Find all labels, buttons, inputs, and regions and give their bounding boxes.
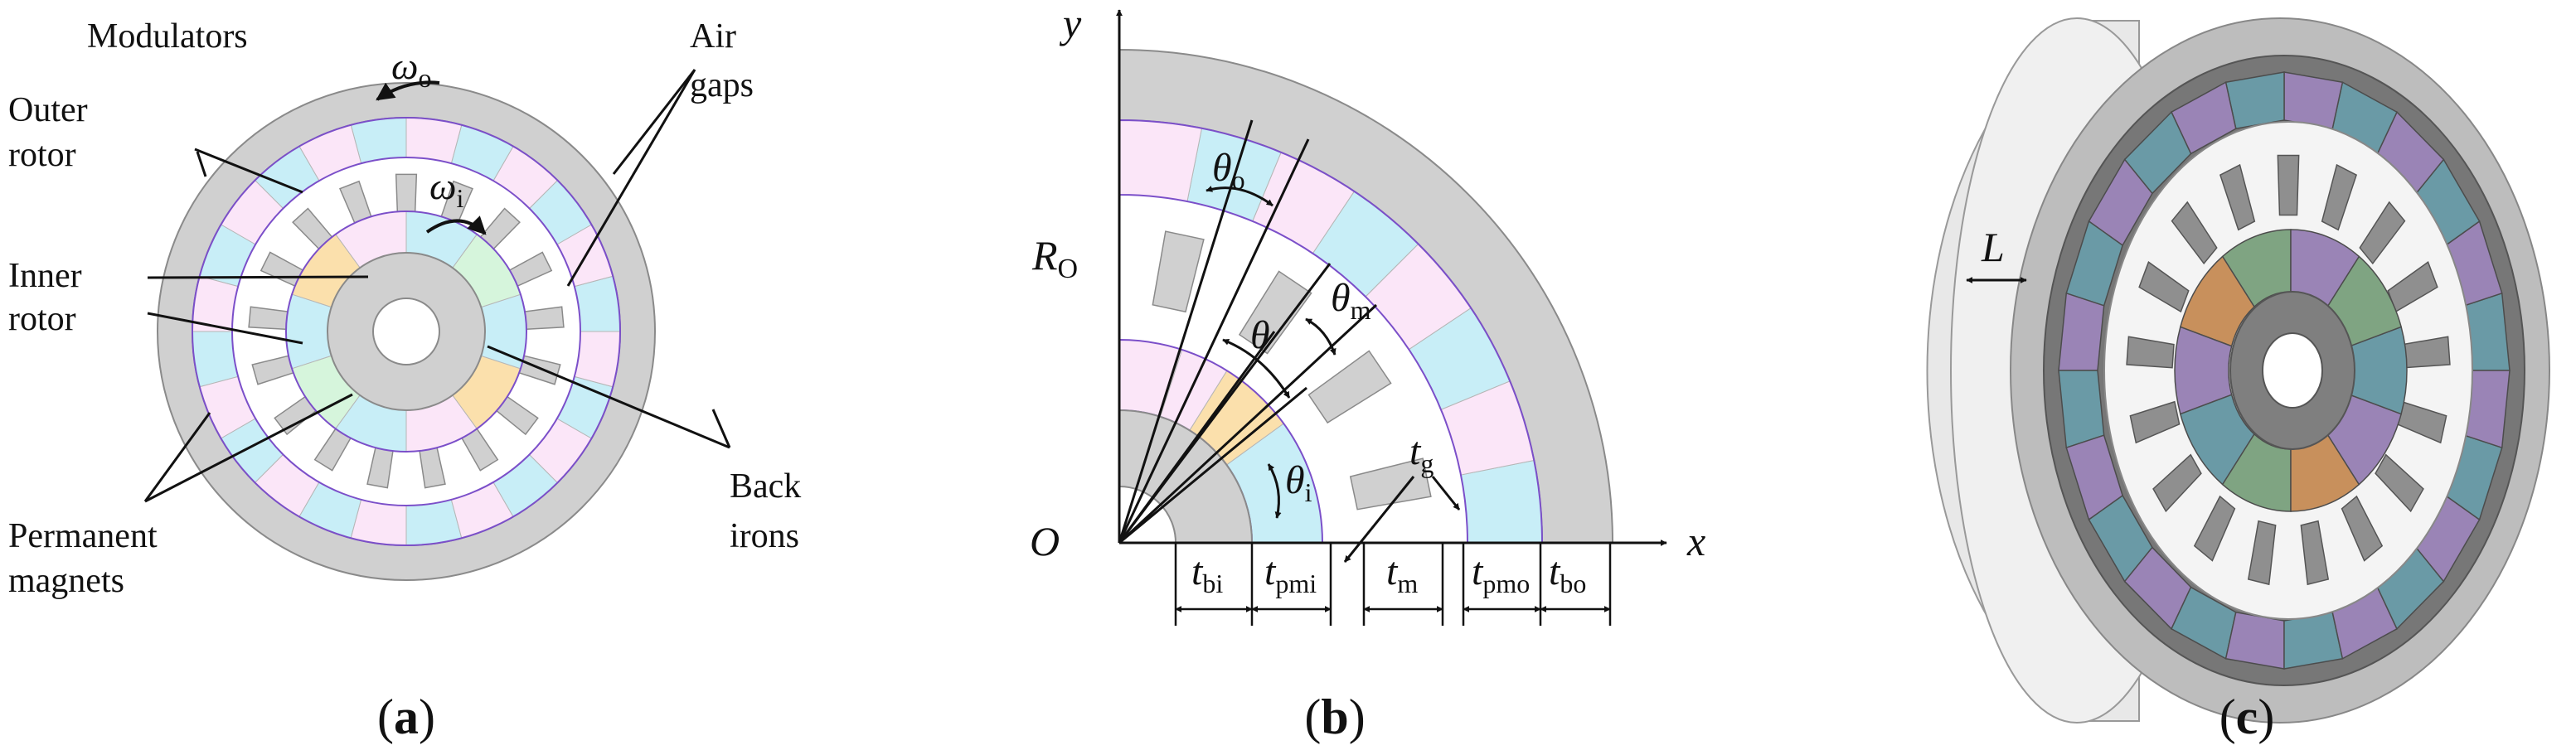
panel-c-magnet-ring [2058, 71, 2511, 670]
label-modulators: Modulators [87, 17, 248, 56]
label-outer-rotor-1: Outer [8, 91, 88, 129]
label-t-bi: tbi [1191, 549, 1223, 598]
label-inner-rotor-1: Inner [8, 257, 82, 295]
label-theta-o: θo [1212, 146, 1245, 195]
label-air-gaps-1: Air [690, 17, 736, 56]
label-permanent-magnets-2: magnets [8, 562, 124, 600]
label-t-m: tm [1386, 549, 1418, 598]
label-r-o: RO [1031, 232, 1078, 284]
caption-a: (a) [377, 690, 435, 744]
label-theta: θ [1250, 313, 1270, 357]
panel-c-modulators [2126, 154, 2451, 586]
label-y-axis: y [1059, 0, 1082, 46]
label-origin: O [1030, 518, 1060, 564]
label-t-pmi: tpmi [1264, 549, 1317, 598]
label-t-bo: tbo [1549, 549, 1586, 598]
label-length-l: L [1981, 224, 2005, 270]
caption-b: (b) [1304, 690, 1365, 744]
panel-c-inner-rotor [2174, 229, 2408, 512]
label-back-irons-2: irons [730, 517, 799, 555]
label-theta-m: θm [1331, 276, 1371, 325]
panel-c-3d-model: L [1926, 17, 2550, 724]
label-outer-rotor-2: rotor [8, 136, 76, 174]
label-x-axis: x [1686, 518, 1705, 564]
label-permanent-magnets-1: Permanent [8, 517, 158, 555]
panel-a-labels: Modulators Outer rotor Air gaps Inner ro… [8, 17, 801, 600]
label-t-pmo: tpmo [1472, 549, 1530, 598]
label-t-g: tg [1409, 429, 1434, 478]
label-air-gaps-2: gaps [690, 66, 754, 104]
label-theta-i: θi [1285, 458, 1312, 507]
caption-c: (c) [2219, 690, 2275, 744]
label-inner-rotor-2: rotor [8, 300, 76, 338]
label-omega-o: ωo [391, 45, 431, 93]
panel-a-cross-section [157, 82, 656, 581]
label-back-irons-1: Back [730, 467, 801, 506]
panel-b-labels: y x O RO θo θm θ θi [1030, 0, 1705, 626]
label-omega-i: ωi [429, 165, 463, 213]
